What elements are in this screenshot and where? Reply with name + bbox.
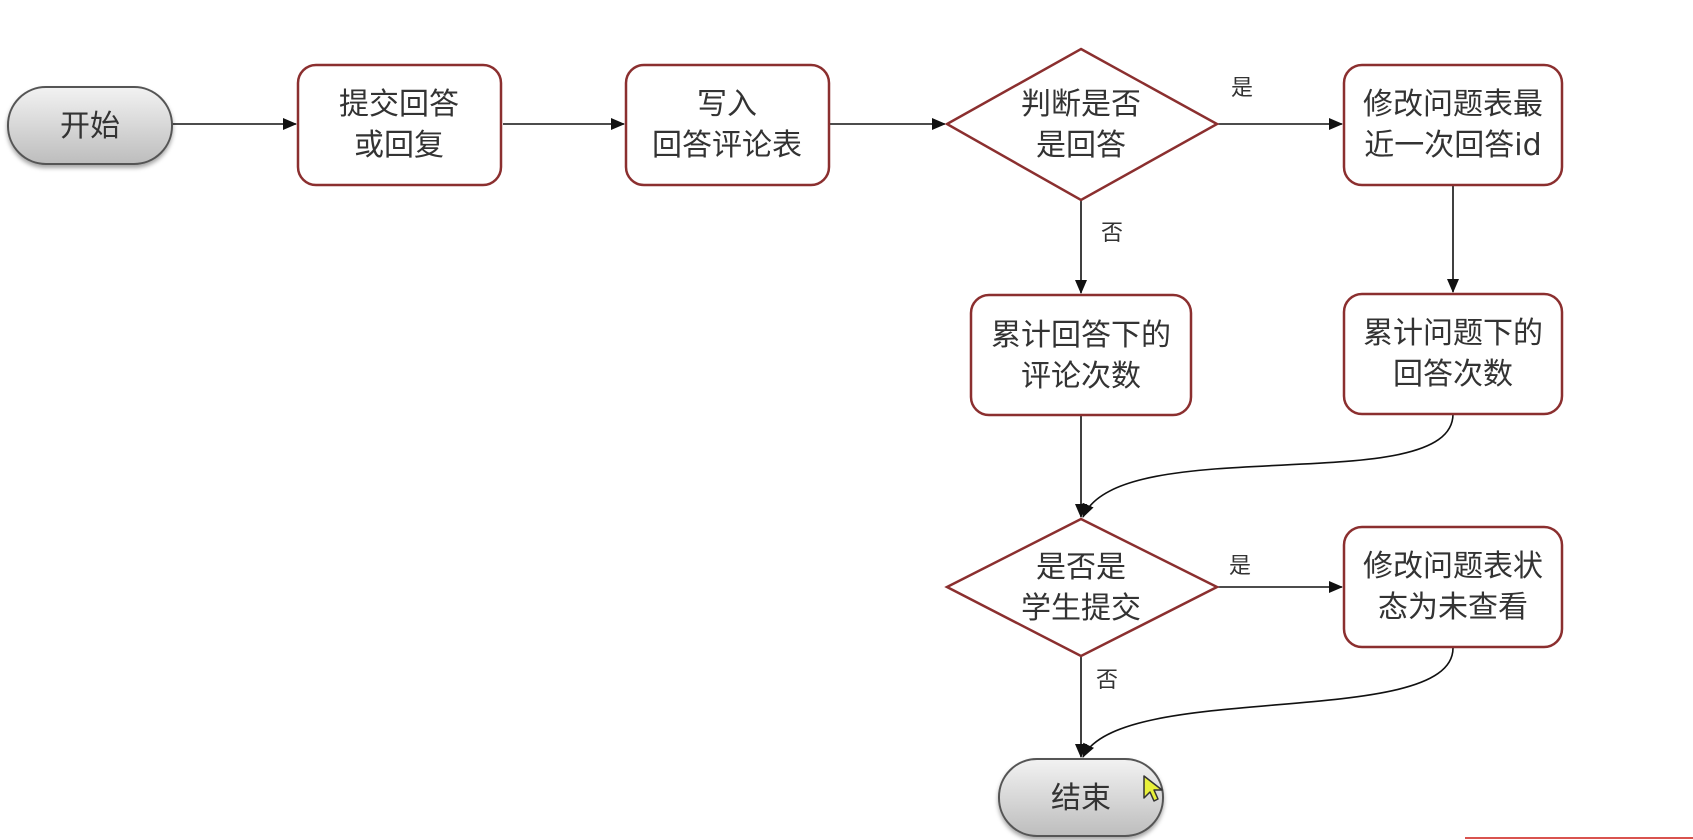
update-status-box <box>1342 525 1564 649</box>
is-student-decision: 是否是 学生提交 <box>944 517 1220 658</box>
is-answer-decision: 判断是否 是回答 <box>944 47 1220 202</box>
count-comments-line-1: 累计回答下的 <box>991 318 1171 353</box>
is-answer-line-2: 是回答 <box>1036 128 1126 163</box>
write-box <box>624 63 831 187</box>
update-status-line-2: 态为未查看 <box>1378 590 1528 625</box>
update-latest-line-1: 修改问题表最 <box>1363 87 1543 122</box>
count-comments-box <box>969 293 1193 417</box>
count-answers-line-1: 累计问题下的 <box>1363 316 1543 351</box>
write-line-1: 写入 <box>697 87 757 122</box>
end-node: 结束 <box>998 758 1164 837</box>
update-latest-line-2: 近一次回答id <box>1364 128 1541 163</box>
is-student-line-2: 学生提交 <box>1021 591 1141 626</box>
start-label: 开始 <box>60 109 120 144</box>
write-line-2: 回答评论表 <box>652 128 802 163</box>
end-label: 结束 <box>1051 781 1111 816</box>
count-answers-line-2: 回答次数 <box>1393 357 1513 392</box>
edge-label-is-student-no: 否 <box>1096 668 1118 693</box>
is-answer-diamond <box>944 47 1220 202</box>
count-answers-node: 累计问题下的 回答次数 <box>1342 292 1564 416</box>
count-comments-line-2: 评论次数 <box>1021 359 1141 394</box>
edge-count-answers-to-student <box>1082 413 1454 518</box>
update-status-line-1: 修改问题表状 <box>1363 549 1543 584</box>
update-latest-box <box>1342 63 1564 187</box>
update-latest-node: 修改问题表最 近一次回答id <box>1342 63 1564 187</box>
count-comments-node: 累计回答下的 评论次数 <box>969 293 1193 417</box>
edge-label-is-answer-yes: 是 <box>1231 76 1253 101</box>
end-terminal-shape <box>998 758 1164 837</box>
is-answer-line-1: 判断是否 <box>1021 87 1141 122</box>
update-status-node: 修改问题表状 态为未查看 <box>1342 525 1564 649</box>
submit-box <box>296 63 503 187</box>
mouse-pointer-icon <box>1143 775 1163 802</box>
edge-label-is-student-yes: 是 <box>1229 554 1251 579</box>
count-answers-box <box>1342 292 1564 416</box>
submit-line-1: 提交回答 <box>339 87 459 122</box>
edges <box>172 118 1459 758</box>
submit-node: 提交回答 或回复 <box>296 63 503 187</box>
is-student-line-1: 是否是 <box>1036 550 1126 585</box>
is-student-diamond <box>944 517 1220 658</box>
submit-line-2: 或回复 <box>354 128 444 163</box>
write-node: 写入 回答评论表 <box>624 63 831 187</box>
start-node: 开始 <box>7 86 173 165</box>
edge-labels: 是 否 是 否 <box>1096 76 1253 693</box>
edge-label-is-answer-no: 否 <box>1101 221 1123 246</box>
start-terminal-shape <box>7 86 173 165</box>
edge-update-status-to-end <box>1082 647 1454 758</box>
